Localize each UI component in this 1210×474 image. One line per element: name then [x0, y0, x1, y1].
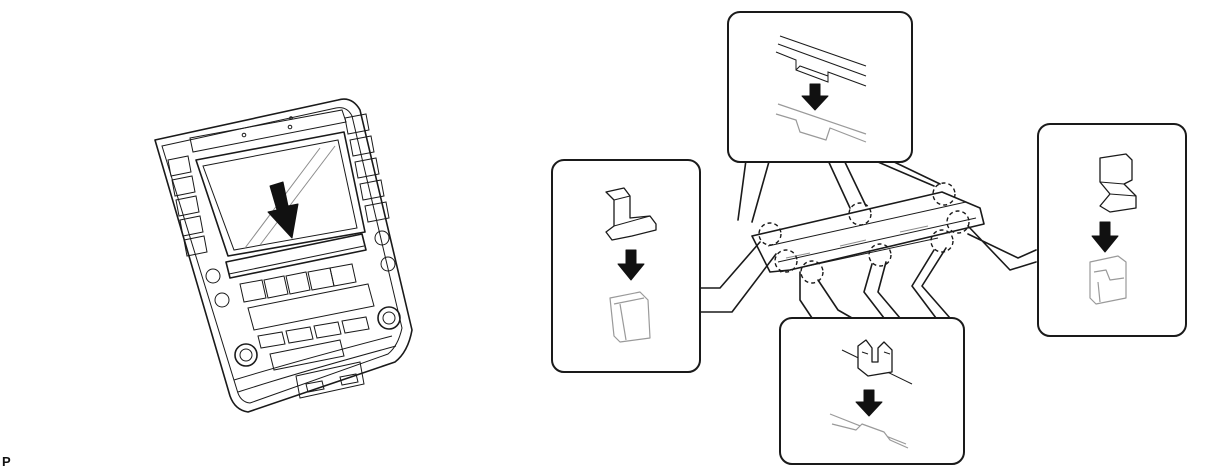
- push-in-arrow: [267, 181, 299, 239]
- callout-left: [551, 159, 701, 373]
- left-side-buttons: [167, 155, 230, 308]
- bottom-callout-arrow: [855, 389, 883, 417]
- button-row: [239, 263, 357, 303]
- top-callout-arrow: [801, 83, 829, 111]
- figure-code: P: [2, 454, 11, 469]
- center-cluster-panel: [154, 98, 413, 413]
- callout-bottom: [779, 317, 965, 465]
- callout-top: [727, 11, 913, 163]
- right-side-buttons: [344, 113, 396, 272]
- callout-leaders: [699, 155, 1037, 319]
- left-callout-arrow: [617, 249, 645, 281]
- callout-right: [1037, 123, 1187, 337]
- claw-locations: [758, 182, 970, 284]
- right-callout-arrow: [1091, 221, 1119, 253]
- panel-part: [751, 191, 985, 273]
